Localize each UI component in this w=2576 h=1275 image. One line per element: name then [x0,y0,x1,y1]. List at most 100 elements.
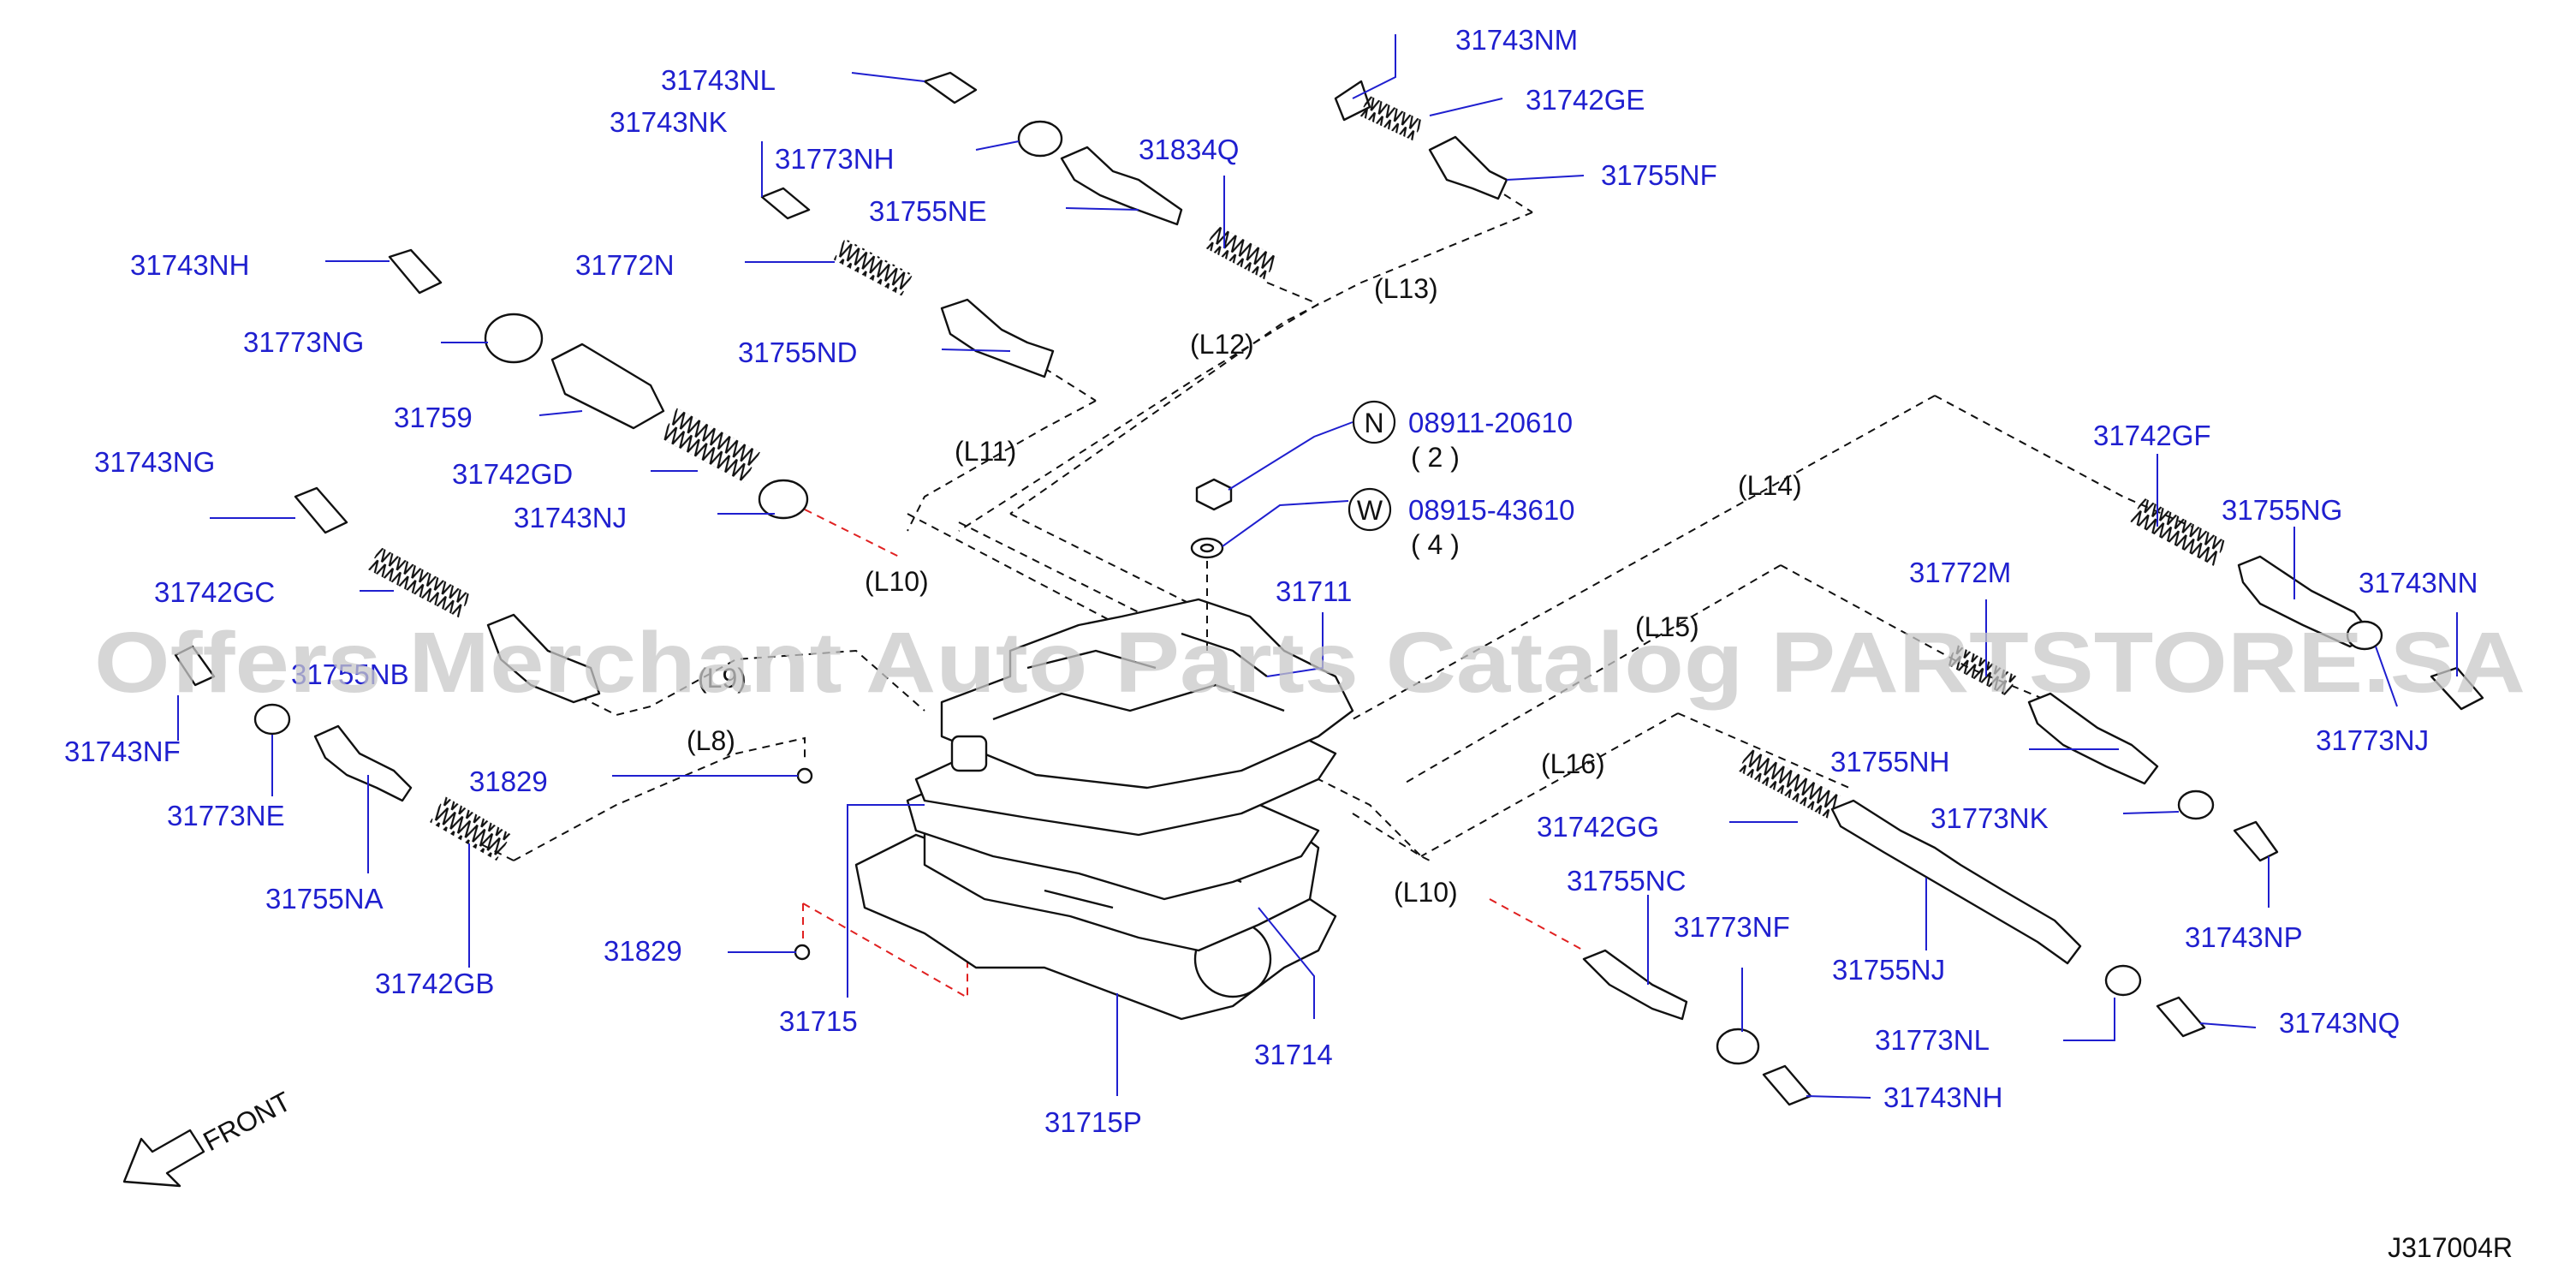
label-31755nb: 31755NB [291,658,409,690]
label-l15: (L15) [1635,611,1699,642]
label-31711: 31711 [1276,575,1352,607]
label-31773nh: 31773NH [775,143,894,175]
route-l12 [958,303,1319,532]
route-l15-diag [1403,564,1782,784]
label-31773nf: 31773NF [1674,911,1790,943]
sleeve-31759 [550,343,665,430]
label-l11: (L11) [955,436,1016,467]
label-31759: 31759 [394,402,473,433]
front-arrow-icon [122,1129,205,1188]
label-31755nj: 31755NJ [1832,954,1945,986]
label-31743nm: 31743NM [1455,24,1578,56]
lead-31755ne [1065,207,1139,211]
spring-31742gg [1737,748,1841,819]
nut-quantity: ( 2 ) [1411,442,1460,473]
spring-31742ge [1359,95,1424,141]
retainer-31743nl [923,71,978,104]
label-31773nl: 31773NL [1875,1024,1990,1056]
upper-body-channels [992,632,1285,721]
label-31743nh: 31743NH [130,249,249,281]
label-31772n: 31772N [575,249,675,281]
route-l13 [1009,212,1533,515]
label-31715p: 31715P [1044,1106,1142,1138]
lead-31773nk [2122,811,2180,814]
nut-callout-letter: N [1364,408,1383,438]
plug-31773nk [2177,789,2215,820]
part-labels: 31743NM 31742GE 31755NF 31743NL 31743NK … [64,24,2478,1138]
route-l16-plate [1266,753,1422,857]
retainer-31743ng [294,486,348,534]
check-ball-31829b [794,944,811,961]
label-31742gd: 31742GD [452,458,573,490]
retainer-31743nj [758,479,809,520]
lead-31773nl [2063,998,2115,1041]
label-31772m: 31772M [1909,557,2011,588]
washer-part-number: 08915-43610 [1408,494,1575,526]
spring-31772n [833,238,913,296]
route-l11-top [1044,367,1097,402]
label-31773ne: 31773NE [167,800,285,831]
label-l12: (L12) [1190,329,1254,360]
retainer-31743nq [2156,996,2206,1038]
upper-body-boss [950,735,988,772]
route-l14-diag [1352,395,1936,720]
nut-08911 [1195,478,1233,511]
route-l12-top [1266,282,1319,305]
label-31755nd: 31755ND [738,337,857,368]
spring-31834q [1205,224,1278,281]
washer-08915 [1190,537,1224,559]
label-l9: (L9) [698,663,747,694]
route-l10-bottom [1352,813,1431,861]
label-l8: (L8) [687,725,735,756]
washer-hole [1199,543,1215,553]
lead-31714 [1258,907,1315,1019]
label-l10-bottom: (L10) [1394,877,1458,908]
label-31715: 31715 [779,1005,858,1037]
washer-quantity: ( 4 ) [1411,529,1460,560]
lead-31755nd [941,349,1011,352]
lead-washer [1222,500,1349,547]
label-31743ng: 31743NG [94,446,215,478]
lead-31759 [538,410,583,416]
valve-31755nf [1428,135,1508,200]
front-indicator: FRONT [122,1086,296,1188]
label-31743nl: 31743NL [661,64,776,96]
retainer-31743nh [388,248,443,295]
upper-valve-body [940,598,1354,789]
lead-31773nh [975,140,1020,151]
route-l15 [1780,564,2073,712]
retainer-31743nn [2430,666,2484,711]
plug-31773nh [1017,120,1063,158]
route-l16 [1677,712,1850,789]
plug-31773ne [253,703,291,736]
spring-31742gf [2130,497,2227,566]
leader-lines [177,34,2458,1099]
label-31742gc: 31742GC [154,576,275,608]
label-31743nf: 31743NF [64,736,181,767]
route-l8 [513,736,806,861]
label-31773nj: 31773NJ [2316,724,2429,756]
route-l11-inner [907,513,1242,690]
valve-31755nd [940,298,1055,378]
plug-31773nf [1716,1028,1760,1065]
label-31742ge: 31742GE [1526,84,1645,116]
lead-31715 [847,804,925,998]
label-31755nf: 31755NF [1601,159,1717,191]
valve-31755nb [486,613,601,704]
route-l13-top [1480,179,1533,213]
spring-31772m [1946,644,2018,697]
label-31773ng: 31773NG [243,326,364,358]
label-31834q: 31834Q [1139,134,1239,165]
callouts: N 08911-20610 ( 2 ) W 08915-43610 ( 4 ) [1347,400,1575,560]
valve-31755ne [1060,146,1183,226]
label-31743nq: 31743NQ [2279,1007,2400,1039]
route-l10-red-top [804,509,900,557]
spring-31742gb [430,795,512,861]
front-label: FRONT [198,1086,295,1158]
label-31743nn: 31743NN [2359,567,2478,599]
label-l16: (L16) [1541,748,1605,779]
components [174,71,2484,1106]
label-31743nj: 31743NJ [514,502,627,533]
label-31742gb: 31742GB [375,968,494,999]
